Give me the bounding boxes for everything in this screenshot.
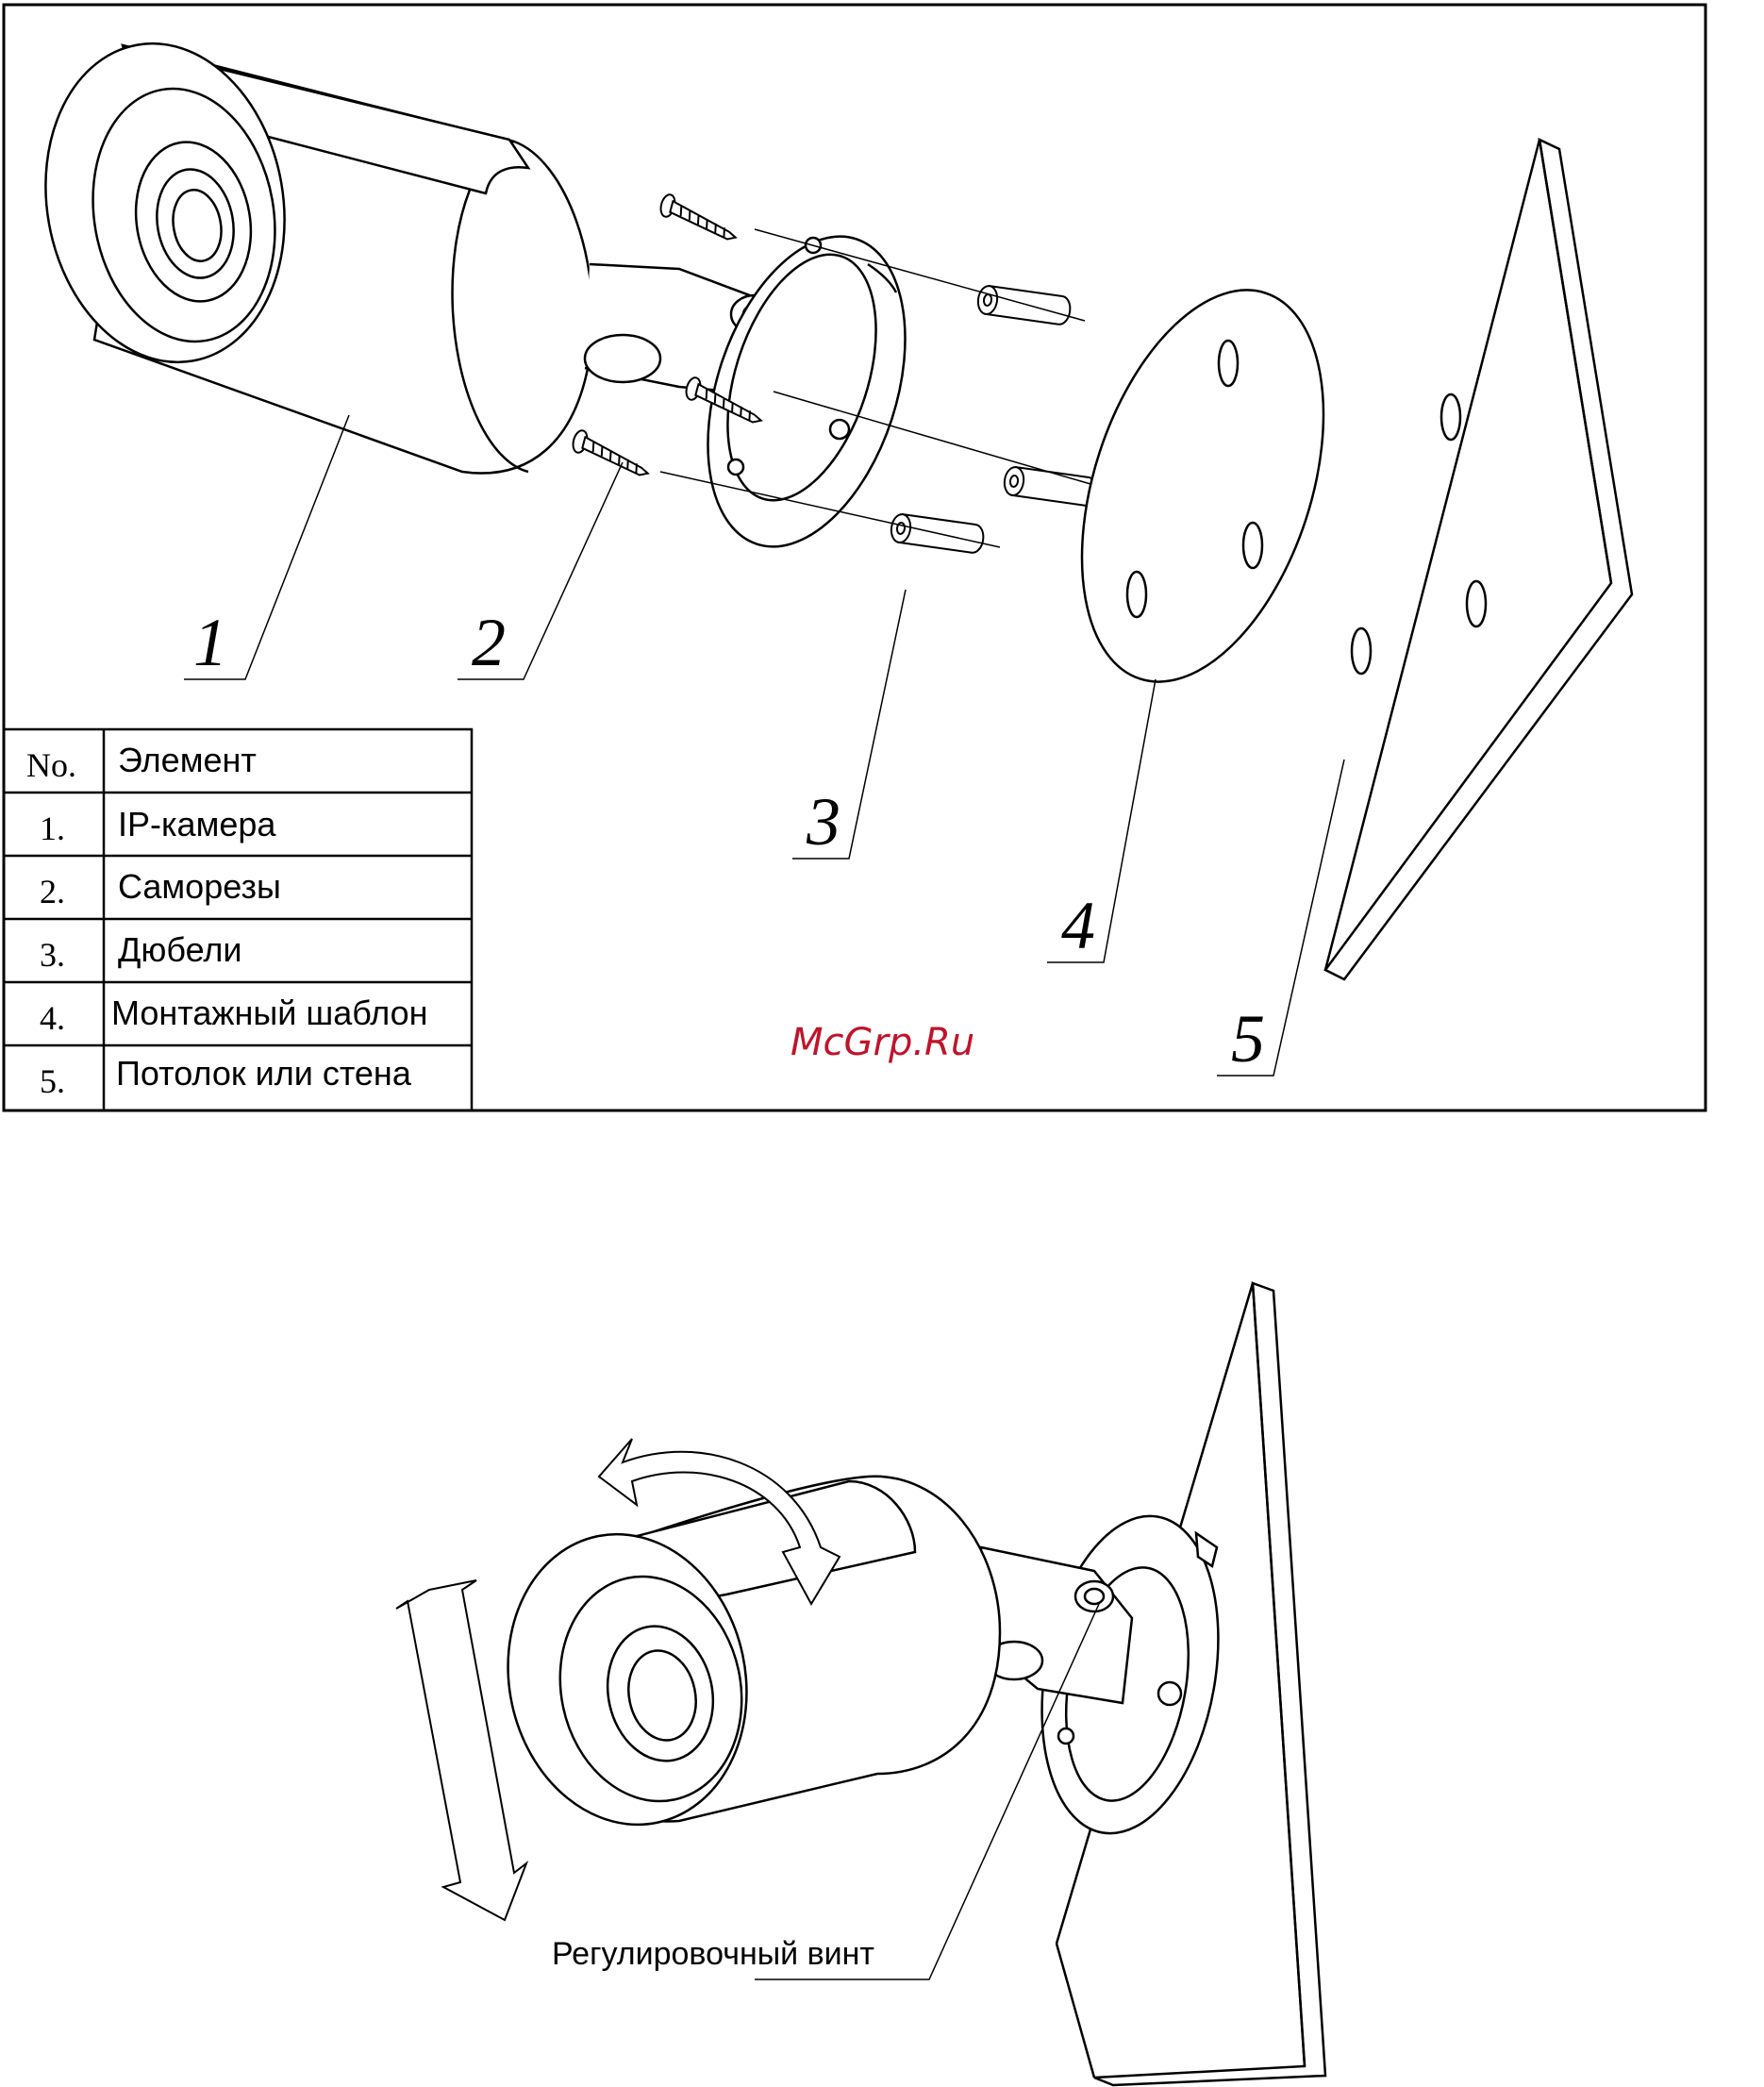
- callout-5: 5: [1231, 1001, 1265, 1077]
- watermark: McGrp.Ru: [790, 1021, 974, 1064]
- camera-exploded: [21, 25, 941, 572]
- camera-assembled: [482, 1477, 1242, 1847]
- callout-4: 4: [1061, 888, 1095, 963]
- table-row-item: Потолок или стена: [116, 1054, 412, 1093]
- wall-plate: [1325, 140, 1632, 979]
- table-header-item: Элемент: [118, 741, 257, 779]
- table-row-item: Дюбели: [118, 930, 242, 969]
- table-row-item: IP-камера: [118, 805, 276, 843]
- callout-2: 2: [472, 605, 506, 680]
- table-header-no: No.: [26, 746, 76, 784]
- table-row-no: 2.: [40, 873, 65, 910]
- screws: [657, 193, 742, 242]
- table-row-no: 5.: [40, 1062, 65, 1100]
- table-row-no: 1.: [40, 810, 65, 847]
- callout-3: 3: [806, 784, 840, 860]
- table-row-no: 3.: [40, 936, 65, 974]
- dowels: [976, 285, 1072, 326]
- table-row-no: 4.: [40, 999, 65, 1037]
- callout-1: 1: [193, 605, 227, 680]
- table-row-item: Саморезы: [118, 867, 281, 906]
- table-row-item: Монтажный шаблон: [111, 993, 428, 1032]
- adjust-screw-label: Регулировочный винт: [552, 1936, 874, 1972]
